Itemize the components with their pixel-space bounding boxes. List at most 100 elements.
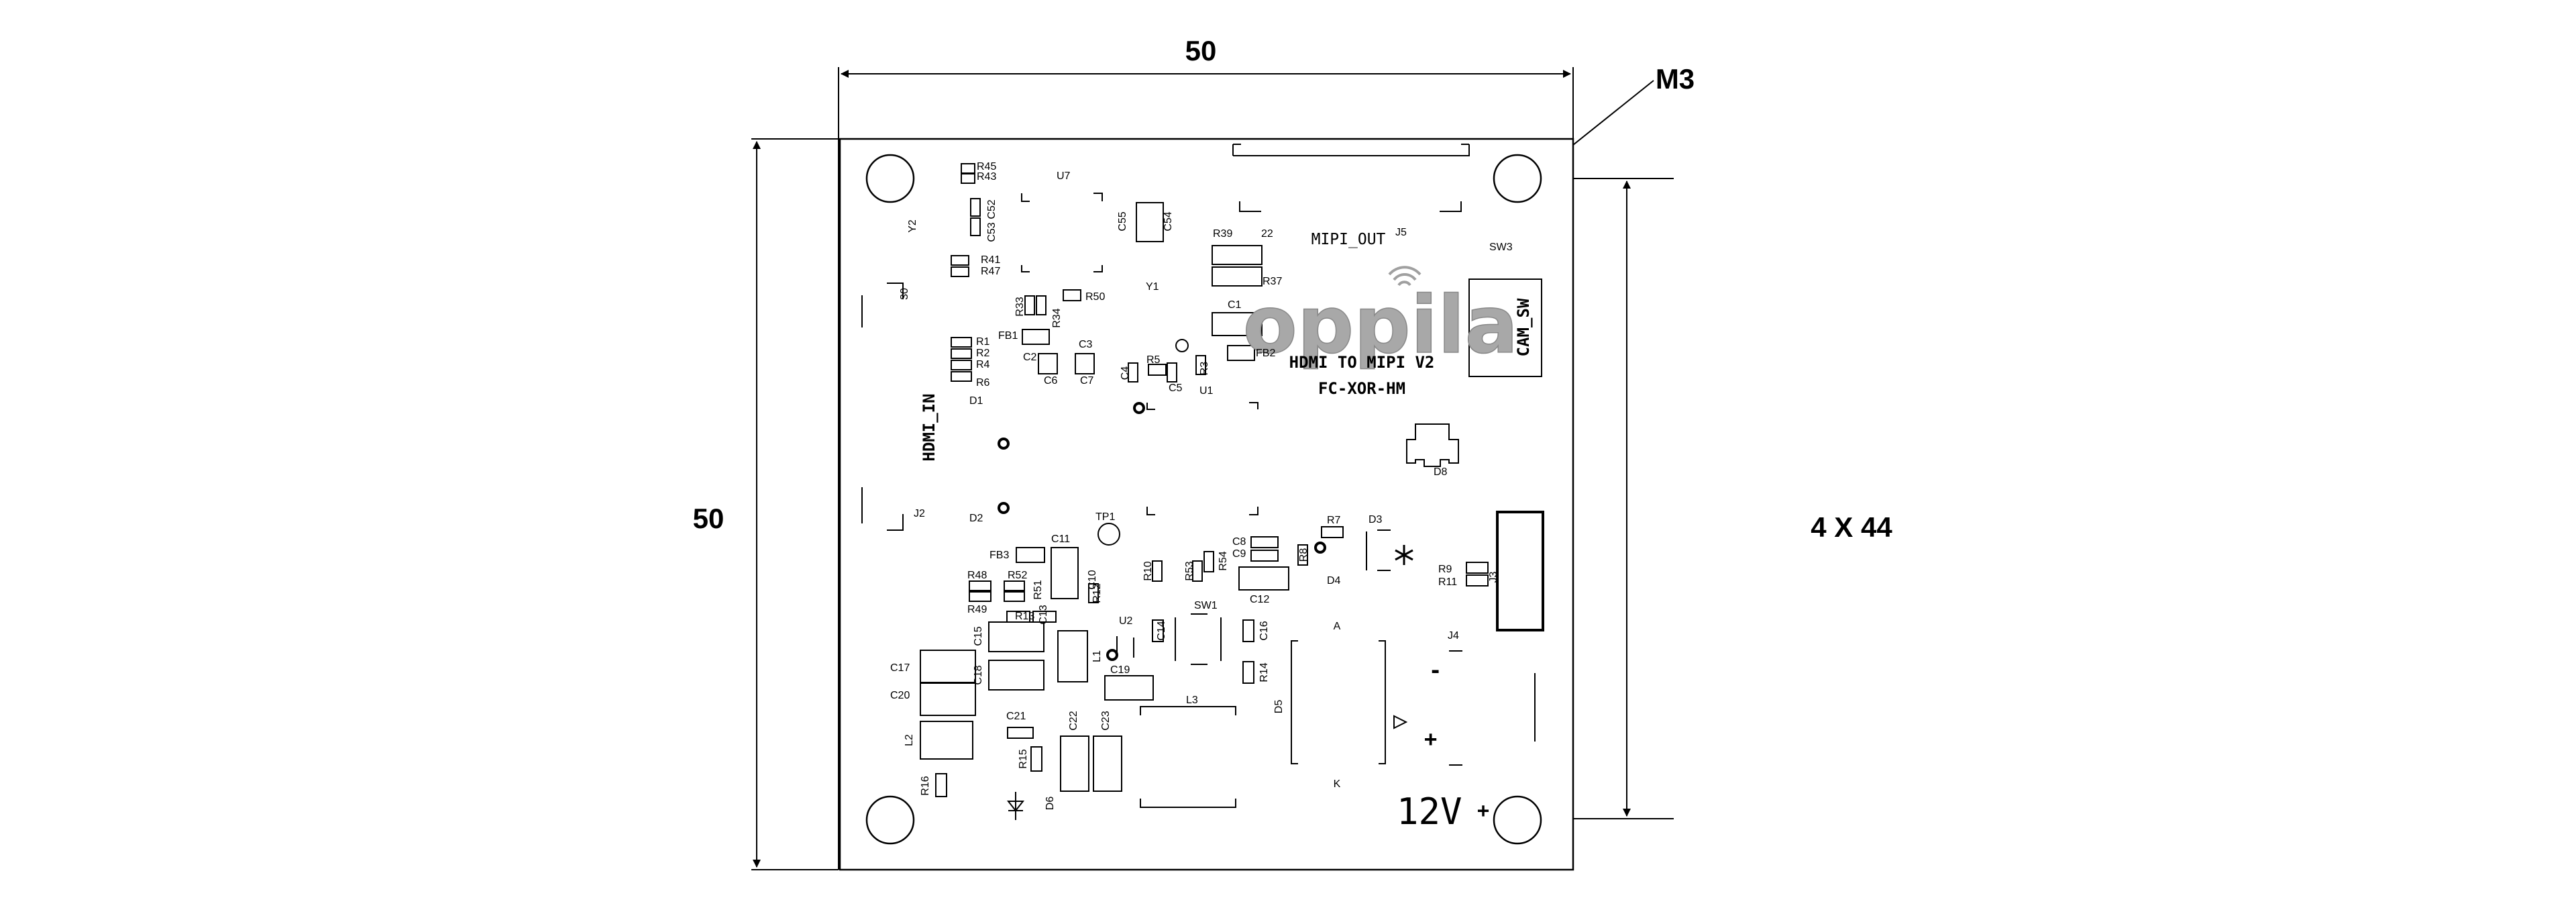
pad-c18 — [988, 660, 1044, 691]
refdes-c23: C23 — [1100, 711, 1112, 730]
refdes-c1: C1 — [1228, 299, 1242, 311]
pad-c7 — [1075, 353, 1095, 374]
pad-r33 — [1024, 295, 1035, 315]
refdes-c55: C55 — [1117, 211, 1128, 231]
pad-fb3 — [1016, 547, 1045, 563]
hole-spacing-label: 4 X 44 — [1811, 511, 1892, 543]
refdes-y1: Y1 — [1146, 281, 1159, 293]
refdes-c5: C5 — [1169, 383, 1183, 394]
refdes-c14: C14 — [1156, 621, 1167, 640]
refdes-c8: C8 — [1232, 536, 1246, 548]
refdes-sw1: SW1 — [1194, 600, 1218, 611]
d5-triangle — [1393, 715, 1408, 729]
pad-r41 — [951, 255, 969, 266]
component-pads — [920, 163, 1489, 820]
refdes-r15: R15 — [1018, 749, 1029, 768]
pad-c53 — [970, 217, 981, 236]
refdes-r54: R54 — [1218, 551, 1229, 570]
pad-r39 — [1212, 245, 1263, 265]
cam-switch-outline — [1468, 278, 1542, 377]
pad-c23 — [1093, 735, 1122, 792]
refdes-j4: J4 — [1448, 630, 1459, 642]
refdes-r50: R50 — [1085, 291, 1105, 303]
refdes-c2: C2 — [1023, 352, 1037, 363]
pad-c55-c54 — [1136, 202, 1164, 242]
pad-r4 — [951, 360, 972, 370]
tp1-test-point — [1097, 523, 1120, 546]
pad-r52 — [1004, 580, 1025, 591]
pad-r14 — [1242, 661, 1254, 684]
refdes-d1: D1 — [969, 395, 983, 407]
pad-r7 — [1321, 526, 1344, 538]
refdes-j5: J5 — [1395, 227, 1407, 238]
refdes-r41: R41 — [981, 254, 1000, 266]
pad-c12 — [1238, 566, 1289, 591]
refdes-r13: R13 — [1015, 611, 1034, 622]
pad-r48 — [969, 580, 991, 591]
pad-r51 — [1004, 591, 1025, 602]
pad-r34 — [1036, 295, 1046, 315]
refdes-r47: R47 — [981, 266, 1000, 277]
pad-l1 — [1057, 630, 1088, 682]
mipi-out-label: MIPI_OUT — [1311, 231, 1386, 248]
refdes-c15: C15 — [973, 626, 984, 646]
refdes-c22: C22 — [1068, 711, 1079, 730]
refdes-j2: J2 — [914, 508, 925, 519]
pad-c16 — [1242, 619, 1254, 642]
refdes-r45: R45 — [977, 161, 996, 172]
ref-dot-2 — [998, 438, 1010, 450]
refdes-r6: R6 — [976, 377, 990, 389]
refdes-r2: R2 — [976, 348, 990, 359]
refdes-d4: D4 — [1327, 575, 1341, 587]
pad-r8 — [1297, 544, 1308, 566]
pad-c11-c10 — [1051, 547, 1079, 599]
ref-dot-1 — [1133, 402, 1145, 414]
pad-c19 — [1104, 675, 1154, 701]
j4-plus-label: + — [1424, 726, 1437, 752]
refdes-u7: U7 — [1057, 170, 1071, 182]
board-title-line1: HDMI TO MIPI V2 — [1289, 353, 1435, 372]
pad-c4 — [1128, 362, 1138, 383]
mipi-connector-outline — [1232, 144, 1470, 156]
refdes-r51: R51 — [1032, 580, 1044, 599]
refdes-l1: L1 — [1091, 650, 1103, 662]
refdes-c10: C10 — [1087, 570, 1098, 589]
d6-led-symbol — [1006, 792, 1025, 820]
mounting-hole-bottom-left — [865, 795, 915, 845]
ref-dot-5 — [1106, 649, 1118, 661]
u1-outline — [1146, 402, 1258, 515]
refdes-r5: R5 — [1146, 354, 1161, 366]
height-dimension-label: 50 — [693, 503, 724, 534]
refdes-tp1: TP1 — [1095, 511, 1115, 523]
refdes-r10: R10 — [1142, 561, 1154, 580]
refdes-c21: C21 — [1006, 711, 1026, 722]
refdes-y2: Y2 — [907, 219, 918, 233]
pad-r9 — [1466, 562, 1489, 574]
pad-r53 — [1192, 560, 1203, 582]
pad-r15 — [1030, 746, 1042, 772]
sw1-outline — [1175, 613, 1222, 665]
pad-r10 — [1152, 560, 1163, 582]
refdes-c53: C53 — [986, 222, 998, 242]
refdes-r33: R33 — [1014, 297, 1026, 316]
refdes-r3: R3 — [1199, 362, 1210, 376]
d8-outline — [1406, 423, 1459, 467]
mipi-connector-corners — [1239, 201, 1462, 212]
silkscreen-outlines — [861, 144, 1544, 808]
refdes-c16: C16 — [1258, 621, 1270, 640]
refdes-r39: R39 — [1213, 228, 1232, 240]
pad-fb1 — [1022, 329, 1050, 345]
refdes-j3: J3 — [1488, 571, 1499, 582]
board-title-line2: FC-XOR-HM — [1318, 379, 1405, 398]
y1-marker — [1175, 339, 1189, 352]
d3-d4-outline — [1366, 529, 1391, 571]
refdes-fb3: FB3 — [989, 550, 1009, 561]
refdes-r43: R43 — [977, 171, 996, 183]
logo-text: oppila — [1243, 278, 1519, 371]
pad-c6 — [1038, 353, 1058, 374]
d5-cathode-label: K — [1334, 778, 1341, 790]
pad-c8 — [1250, 536, 1279, 548]
ref-dot-3 — [998, 502, 1010, 514]
refdes-r9: R9 — [1438, 564, 1452, 575]
